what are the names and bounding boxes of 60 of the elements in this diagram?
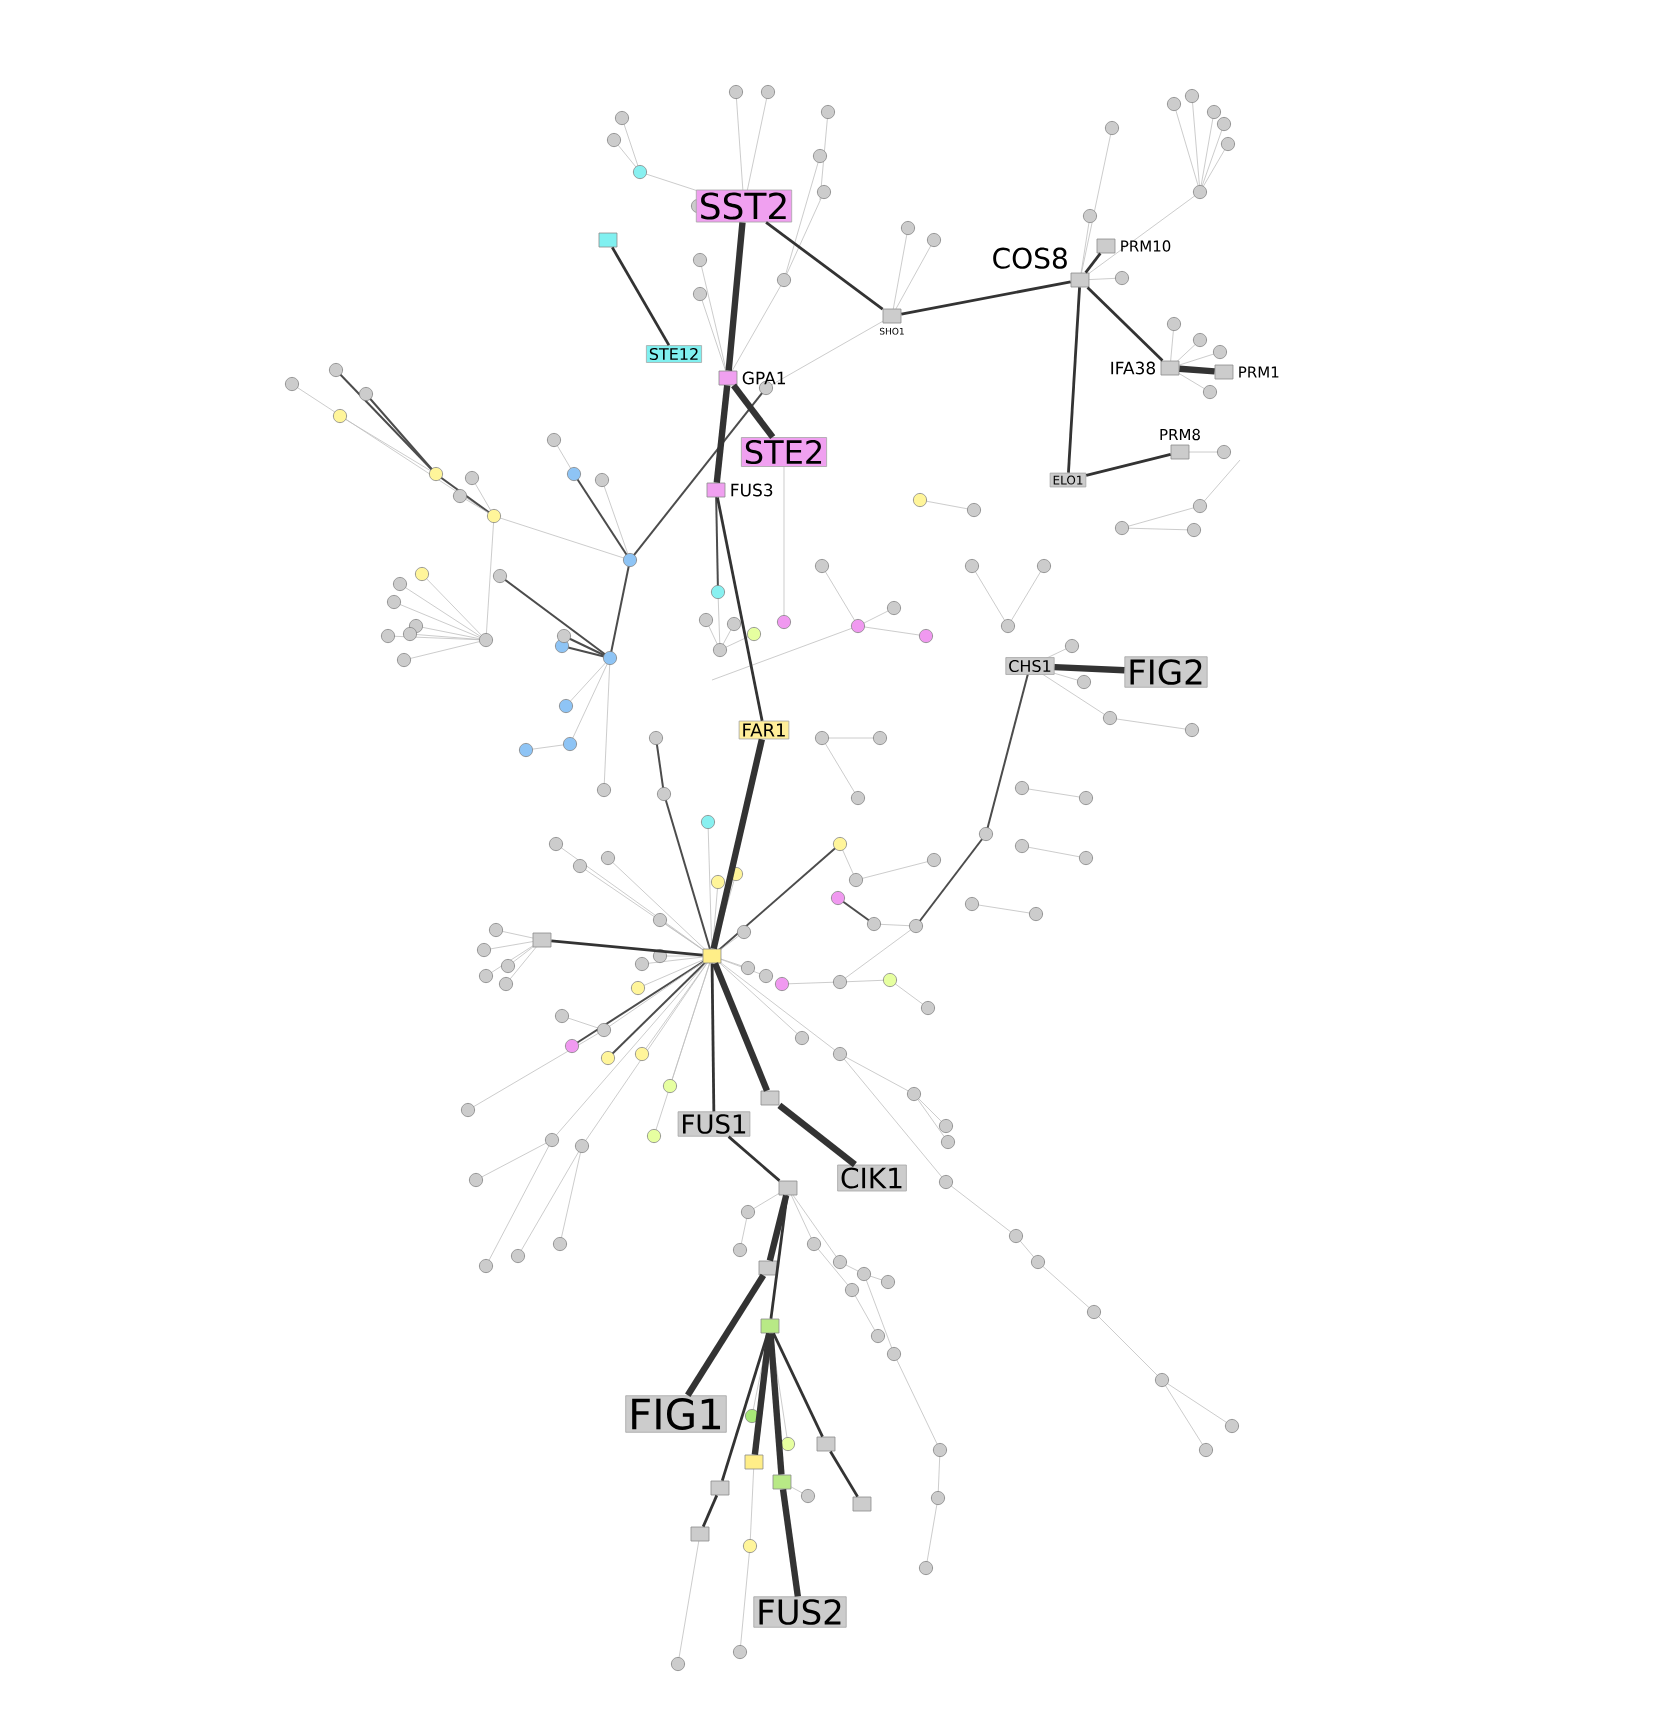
gene-label-box: CIK1 xyxy=(837,1164,907,1192)
gene-label-box: STE2 xyxy=(740,437,827,467)
node-label: COS8 xyxy=(993,247,1067,269)
edge-line xyxy=(710,738,765,950)
edge-line xyxy=(725,222,746,371)
node-square xyxy=(690,1526,710,1542)
node-label: FUS3 xyxy=(731,483,773,497)
gene-square: IFA38 xyxy=(1111,360,1180,376)
gene-label-box: STE12 xyxy=(646,345,702,363)
node-square xyxy=(744,1454,764,1470)
node-square xyxy=(758,1260,778,1276)
node-square xyxy=(702,948,722,964)
edge-line xyxy=(1067,287,1081,473)
gene-label-box: CHS1 xyxy=(1005,657,1055,675)
edge-line xyxy=(767,1333,785,1475)
edge-line xyxy=(765,221,884,311)
edge-line xyxy=(611,246,671,346)
edge-line xyxy=(1054,663,1125,674)
gene-label-box: SST2 xyxy=(695,189,793,223)
node-square xyxy=(760,1318,780,1334)
edge-line xyxy=(829,1450,859,1498)
edge-line xyxy=(1085,453,1171,477)
edge-line xyxy=(1179,365,1215,375)
edge-line xyxy=(766,1194,790,1262)
gene-label-box: FAR1 xyxy=(738,720,790,740)
node-square xyxy=(778,1180,798,1196)
edge-line xyxy=(779,1488,801,1597)
edge-line xyxy=(731,383,776,440)
node-square xyxy=(532,932,552,948)
gene-square: FUS3 xyxy=(706,482,773,498)
node-square xyxy=(598,232,618,248)
gene-label-box: FUS2 xyxy=(753,1596,847,1628)
edge-line xyxy=(720,1333,770,1482)
gene-square: COS8 xyxy=(993,247,1090,288)
edge-line xyxy=(716,497,764,721)
node-label: GPA1 xyxy=(742,371,786,385)
edge-line xyxy=(1086,286,1164,362)
node-label: IFA38 xyxy=(1111,361,1156,375)
edge-line xyxy=(710,963,716,1112)
edge-line xyxy=(713,385,731,483)
node-square xyxy=(760,1090,780,1106)
node-square xyxy=(710,1480,730,1496)
gene-label-box: FIG1 xyxy=(625,1395,727,1433)
edge-line xyxy=(727,1135,781,1182)
edge-line xyxy=(901,280,1071,316)
gene-label-box: FUS1 xyxy=(677,1111,751,1137)
edge-line xyxy=(712,962,770,1092)
gene-square: GPA1 xyxy=(718,370,786,386)
edge-line xyxy=(1084,252,1102,274)
edge-line xyxy=(769,1195,789,1319)
node-square xyxy=(852,1496,872,1512)
node-square xyxy=(772,1474,792,1490)
edge-line xyxy=(772,1332,824,1438)
edge-line xyxy=(777,1102,857,1168)
edge-line xyxy=(701,1494,719,1528)
gene-label-box: FIG2 xyxy=(1124,656,1208,688)
edge-line xyxy=(551,939,703,957)
node-square xyxy=(816,1436,836,1452)
edge-line xyxy=(751,1333,773,1455)
edge-line xyxy=(685,1273,767,1398)
